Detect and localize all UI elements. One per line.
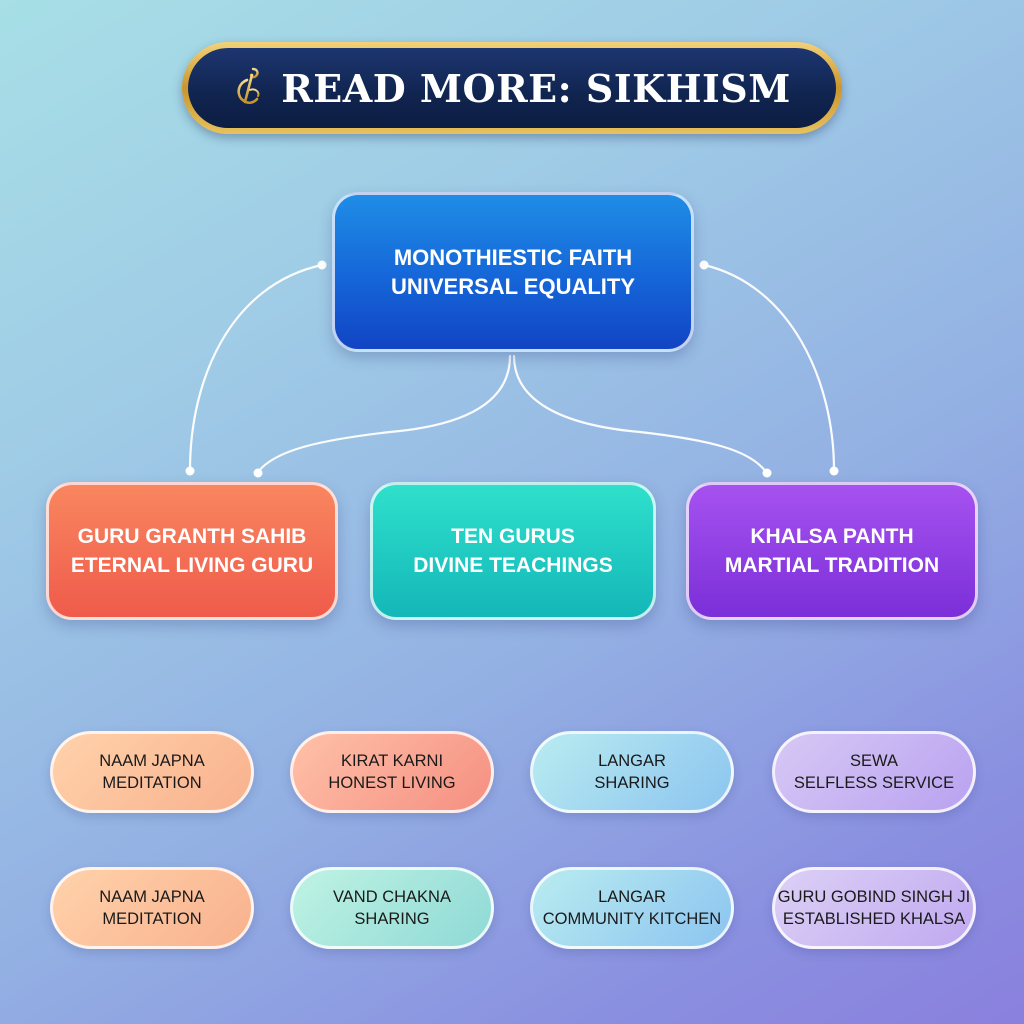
connector-right-outer [702,263,836,472]
pill-line2: SELFLESS SERVICE [793,774,955,792]
connector-dot [317,260,327,270]
child-node-line2: ETERNAL LIVING GURU [70,554,314,577]
title-banner-inner: READ MORE: SIKHISM [188,48,836,128]
connector-dot [762,468,772,478]
pill-line1: NAAM JAPNA [99,752,205,770]
connector-left-inner [256,354,512,474]
child-node-line1: KHALSA PANTH [750,525,914,548]
child-node-line1: TEN GURUS [451,525,575,548]
child-node-line1: GURU GRANTH SAHIB [77,525,307,548]
pill-langar-sharing[interactable]: LANGAR SHARING [530,731,734,813]
pill-line1: NAAM JAPNA [99,888,205,906]
root-node-line2: UNIVERSAL EQUALITY [390,274,636,299]
connector-dot [829,466,839,476]
root-node[interactable]: MONOTHIESTIC FAITH UNIVERSAL EQUALITY [332,192,694,352]
child-node-guru-granth-sahib[interactable]: GURU GRANTH SAHIB ETERNAL LIVING GURU [46,482,338,620]
title-banner[interactable]: READ MORE: SIKHISM [182,42,842,134]
pill-line1: LANGAR [598,752,666,770]
khanda-emblem-icon [237,67,262,108]
pill-line1: VAND CHAKNA [333,888,451,906]
connector-left-outer [188,263,324,472]
connector-right-inner [512,354,768,474]
pill-sewa[interactable]: SEWA SELFLESS SERVICE [772,731,976,813]
pill-line2: SHARING [594,774,670,792]
pill-naam-japna[interactable]: NAAM JAPNA MEDITATION [50,731,254,813]
pill-line1: GURU GOBIND SINGH JI [777,888,971,906]
pill-line2: HONEST LIVING [328,774,456,792]
child-node-ten-gurus[interactable]: TEN GURUS DIVINE TEACHINGS [370,482,656,620]
pill-line2: ESTABLISHED KHALSA [782,910,966,928]
connector-dot [185,466,195,476]
pill-line2: SHARING [354,910,430,928]
pill-line1: KIRAT KARNI [340,752,444,770]
child-node-khalsa-panth[interactable]: KHALSA PANTH MARTIAL TRADITION [686,482,978,620]
child-node-line2: DIVINE TEACHINGS [413,554,613,577]
pill-naam-japna-2[interactable]: NAAM JAPNA MEDITATION [50,867,254,949]
pill-kirat-karni[interactable]: KIRAT KARNI HONEST LIVING [290,731,494,813]
banner-title: READ MORE: SIKHISM [281,65,791,111]
connector-dot [253,468,263,478]
pill-line2: MEDITATION [102,774,202,792]
pill-line1: LANGAR [598,888,666,906]
pill-guru-gobind-singh-ji[interactable]: GURU GOBIND SINGH JI ESTABLISHED KHALSA [772,867,976,949]
connector-dot [699,260,709,270]
pill-vand-chakna[interactable]: VAND CHAKNA SHARING [290,867,494,949]
child-node-line2: MARTIAL TRADITION [724,554,940,577]
pill-line2: MEDITATION [102,910,202,928]
pill-line1: SEWA [850,752,898,770]
pill-langar-community-kitchen[interactable]: LANGAR COMMUNITY KITCHEN [530,867,734,949]
root-node-line1: MONOTHIESTIC FAITH [393,245,633,270]
pill-line2: COMMUNITY KITCHEN [542,910,722,928]
